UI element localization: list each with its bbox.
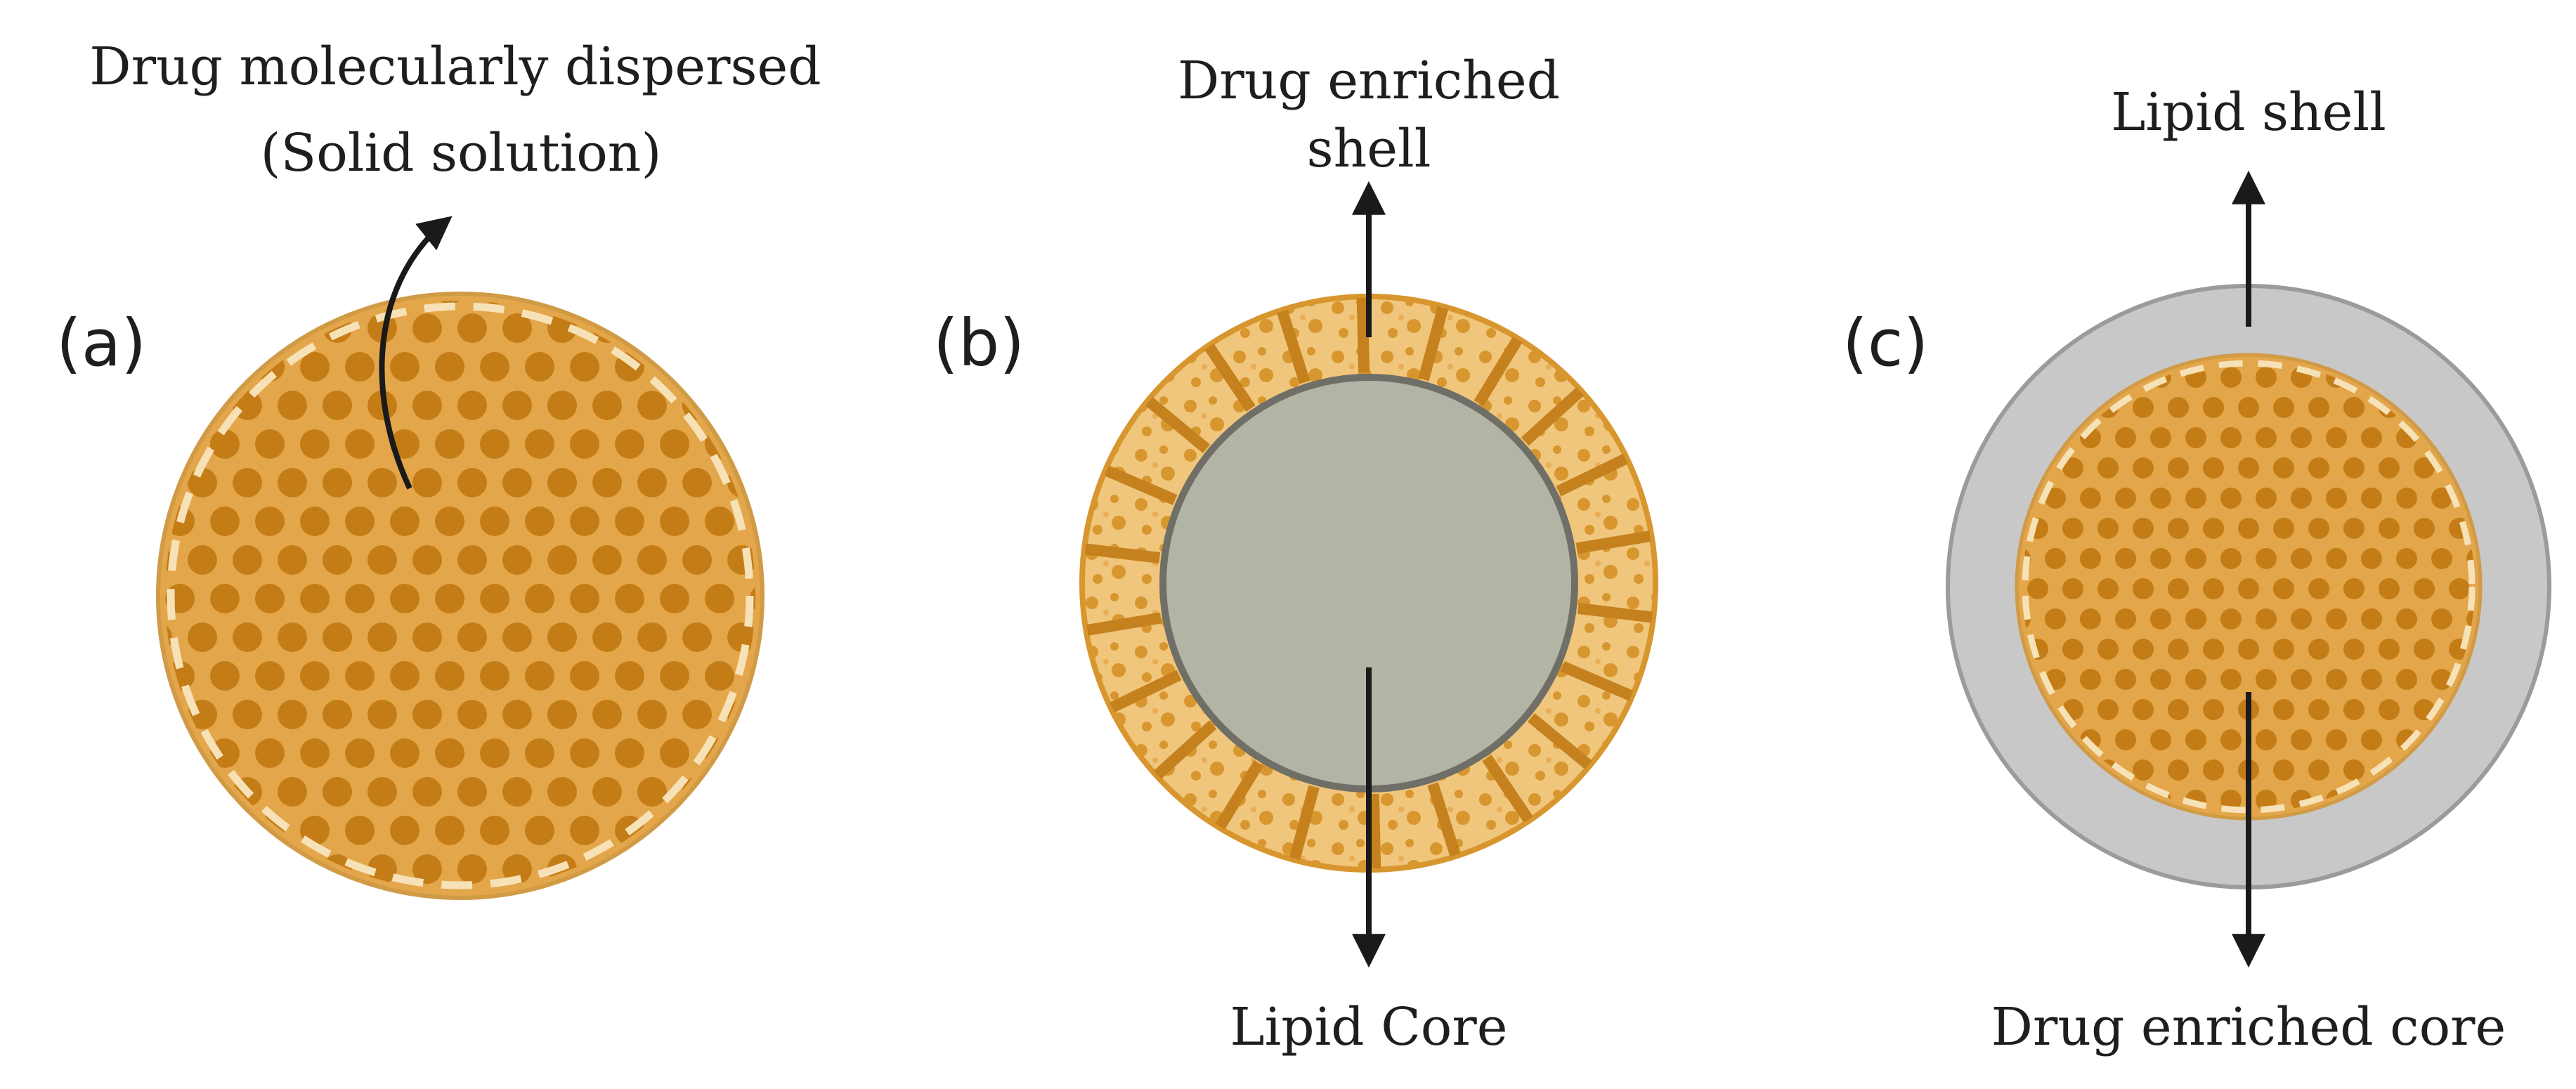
shell-segment-divider xyxy=(1556,453,1628,497)
lipid-core-label: Lipid Core xyxy=(1230,997,1507,1057)
shell-segment-divider xyxy=(1104,465,1178,505)
panel-a-letter: (a) xyxy=(56,306,146,381)
shell-segment-divider xyxy=(1577,602,1653,623)
drug-enriched-core-label: Drug enriched core xyxy=(1991,997,2506,1057)
shell-segment-divider xyxy=(1356,297,1370,373)
drug-enriched-shell-label-line2: shell xyxy=(1307,119,1431,179)
panel-a: (a) Drug molecularly dispersed (Solid so… xyxy=(56,37,821,900)
panel-b-letter: (b) xyxy=(933,306,1024,381)
panel-c: (c) Lipid shell Drug enriched core xyxy=(1842,82,2551,1057)
lipid-core xyxy=(1159,374,1578,793)
panel-b: (b) Drug enriched shell Lipid Core xyxy=(933,51,1658,1057)
panel-c-letter: (c) xyxy=(1842,306,1928,381)
shell-segment-divider xyxy=(1474,337,1523,407)
lipid-shell-label: Lipid shell xyxy=(2111,82,2386,143)
shell-segment-divider xyxy=(1086,612,1162,636)
shell-segment-divider xyxy=(1110,670,1182,713)
shell-segment-divider xyxy=(1367,793,1381,869)
solid-solution-particle xyxy=(156,292,765,900)
shell-segment-divider xyxy=(1153,720,1217,779)
shell-segment-divider xyxy=(1204,344,1256,412)
shell-segment-divider xyxy=(1560,661,1634,701)
shell-segment-divider xyxy=(1575,530,1651,554)
shell-segment-divider xyxy=(1418,306,1449,382)
shell-segment-divider xyxy=(1427,782,1461,857)
shell-segment-divider xyxy=(1528,713,1592,769)
shell-segment-divider xyxy=(1482,755,1533,823)
dispersed-arrow xyxy=(379,216,453,490)
drug-dispersed-label: Drug molecularly dispersed xyxy=(89,37,821,97)
shell-segment-divider xyxy=(1084,543,1161,564)
solid-solution-label: (Solid solution) xyxy=(261,123,662,183)
shell-segment-divider xyxy=(1289,785,1320,861)
shell-segment-divider xyxy=(1277,309,1310,384)
shell-segment-divider xyxy=(1215,759,1264,830)
shell-segment-divider xyxy=(1521,387,1585,446)
shell-segment-divider xyxy=(1145,397,1210,453)
drug-enriched-shell-label-line1: Drug enriched xyxy=(1178,51,1560,111)
